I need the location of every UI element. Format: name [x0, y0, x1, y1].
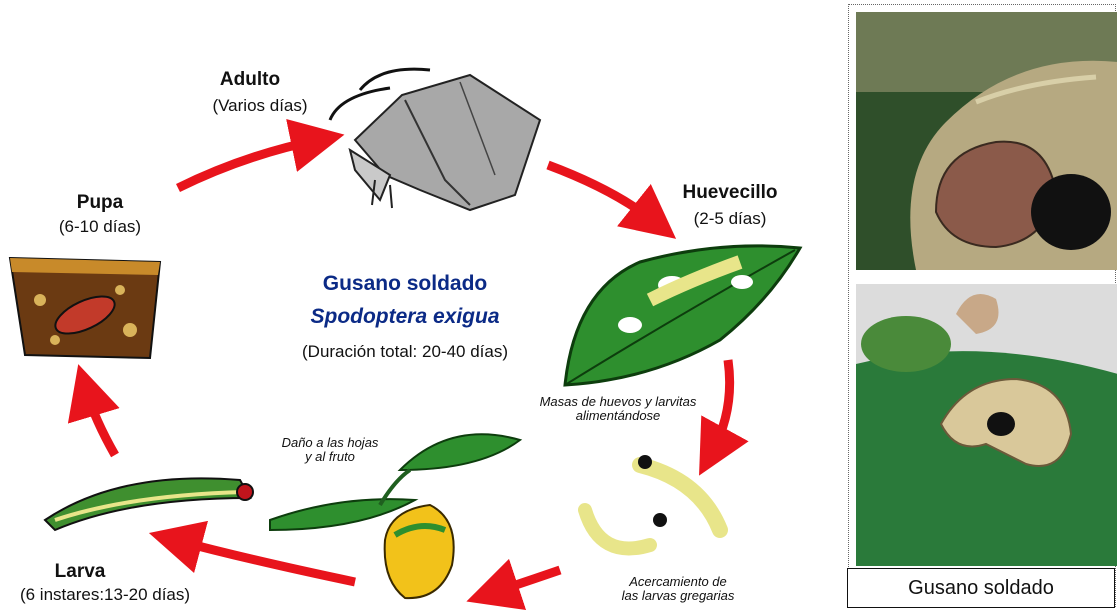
larva-illustration: [45, 478, 253, 530]
arrow-larva-to-pupa: [86, 390, 115, 455]
arrow-adulto-to-huevecillo: [548, 165, 655, 222]
larva-title: Larva: [40, 562, 120, 581]
pupa-title: Pupa: [50, 193, 150, 212]
adulto-title: Adulto: [200, 70, 300, 89]
damage-note: Daño a las hojas y al fruto: [265, 436, 395, 463]
center-species-name: Spodoptera exigua: [290, 305, 520, 329]
arrow-pupa-to-adulto: [178, 140, 318, 188]
arrow-fruto-to-larva: [175, 540, 355, 582]
larva-duration: (6 instares:13-20 días): [5, 586, 205, 603]
pupa-soil-illustration: [10, 258, 160, 358]
photo-caption: Gusano soldado: [847, 568, 1115, 608]
egg-masses-note-line2: alimentándose: [518, 409, 718, 423]
caterpillar-photo-bottom: [856, 284, 1117, 566]
egg-masses-note-line1: Masas de huevos y larvitas: [518, 395, 718, 409]
adulto-duration: (Varios días): [195, 97, 325, 114]
huevecillo-duration: (2-5 días): [680, 210, 780, 227]
leaf-with-eggs-illustration: [565, 246, 800, 385]
pupa-duration: (6-10 días): [45, 218, 155, 235]
gregarious-larvae-illustration: [585, 455, 720, 548]
huevecillo-title: Huevecillo: [670, 183, 790, 202]
damage-note-line2: y al fruto: [265, 450, 395, 464]
approach-note: Acercamiento de las larvas gregarias: [598, 575, 758, 602]
approach-note-line1: Acercamiento de: [598, 575, 758, 589]
arrow-gregarias-to-fruto: [492, 570, 560, 593]
caterpillar-on-pepper-image: [856, 284, 1117, 566]
center-total-duration: (Duración total: 20-40 días): [265, 342, 545, 362]
caterpillar-photo-top: [856, 12, 1117, 270]
caterpillar-closeup-image: [856, 12, 1117, 270]
egg-masses-note: Masas de huevos y larvitas alimentándose: [518, 395, 718, 422]
center-common-name: Gusano soldado: [290, 272, 520, 296]
approach-note-line2: las larvas gregarias: [598, 589, 758, 603]
adult-moth-illustration: [330, 69, 540, 210]
damage-note-line1: Daño a las hojas: [265, 436, 395, 450]
